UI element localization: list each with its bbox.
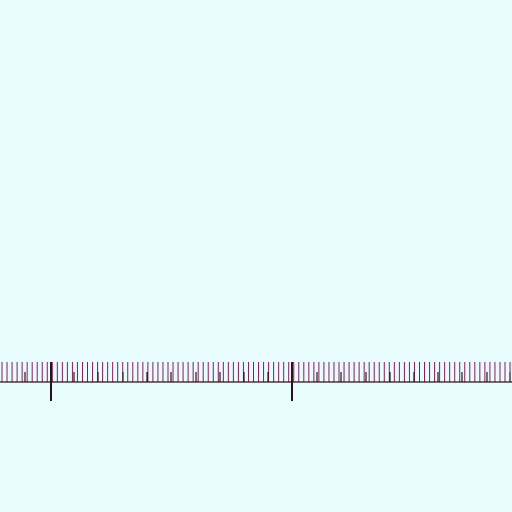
fine-tick-group	[1, 362, 511, 382]
medium-tick-group	[24, 372, 511, 382]
major-tick-group	[50, 362, 293, 401]
